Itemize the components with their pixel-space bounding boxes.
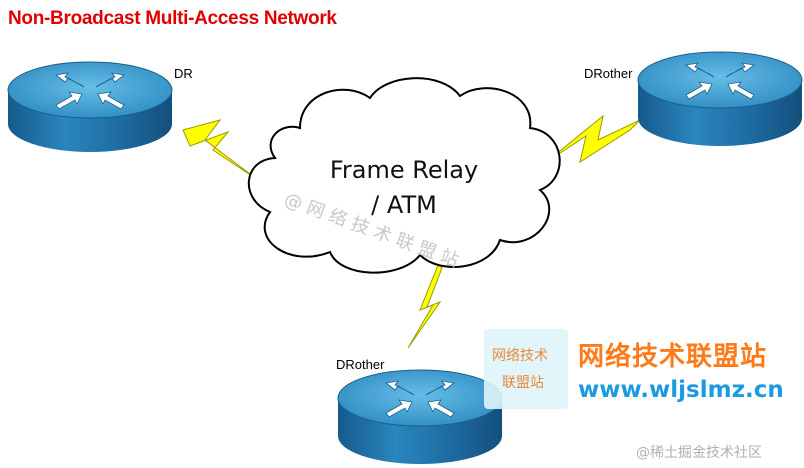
link-drother-bottom-lightning-icon	[407, 264, 443, 349]
watermark-brand-name: 网络技术联盟站	[578, 342, 768, 372]
router-drother-bottom-icon	[337, 369, 503, 464]
watermark-logo-line2: 联盟站	[502, 375, 544, 391]
link-drother-right-lightning-icon	[544, 114, 641, 164]
network-cloud-icon	[247, 77, 561, 274]
router-drother-bottom-label: DRother	[336, 357, 385, 372]
cloud-label-line1: Frame Relay	[330, 156, 478, 184]
router-drother-right-icon	[637, 51, 803, 146]
watermark-logo-box	[484, 329, 568, 409]
cloud-label-line2: / ATM	[371, 191, 437, 219]
watermark-brand-url: www.wljslmz.cn	[578, 377, 784, 403]
router-drother-right-label: DRother	[584, 66, 633, 81]
router-dr-label: DR	[174, 66, 193, 81]
diagram-title: Non-Broadcast Multi-Access Network	[8, 8, 337, 29]
footer-credit: @稀土掘金技术社区	[636, 445, 762, 461]
router-dr-icon	[7, 61, 173, 152]
watermark-logo-line1: 网络技术	[492, 348, 548, 364]
link-dr-lightning-icon	[182, 119, 259, 181]
